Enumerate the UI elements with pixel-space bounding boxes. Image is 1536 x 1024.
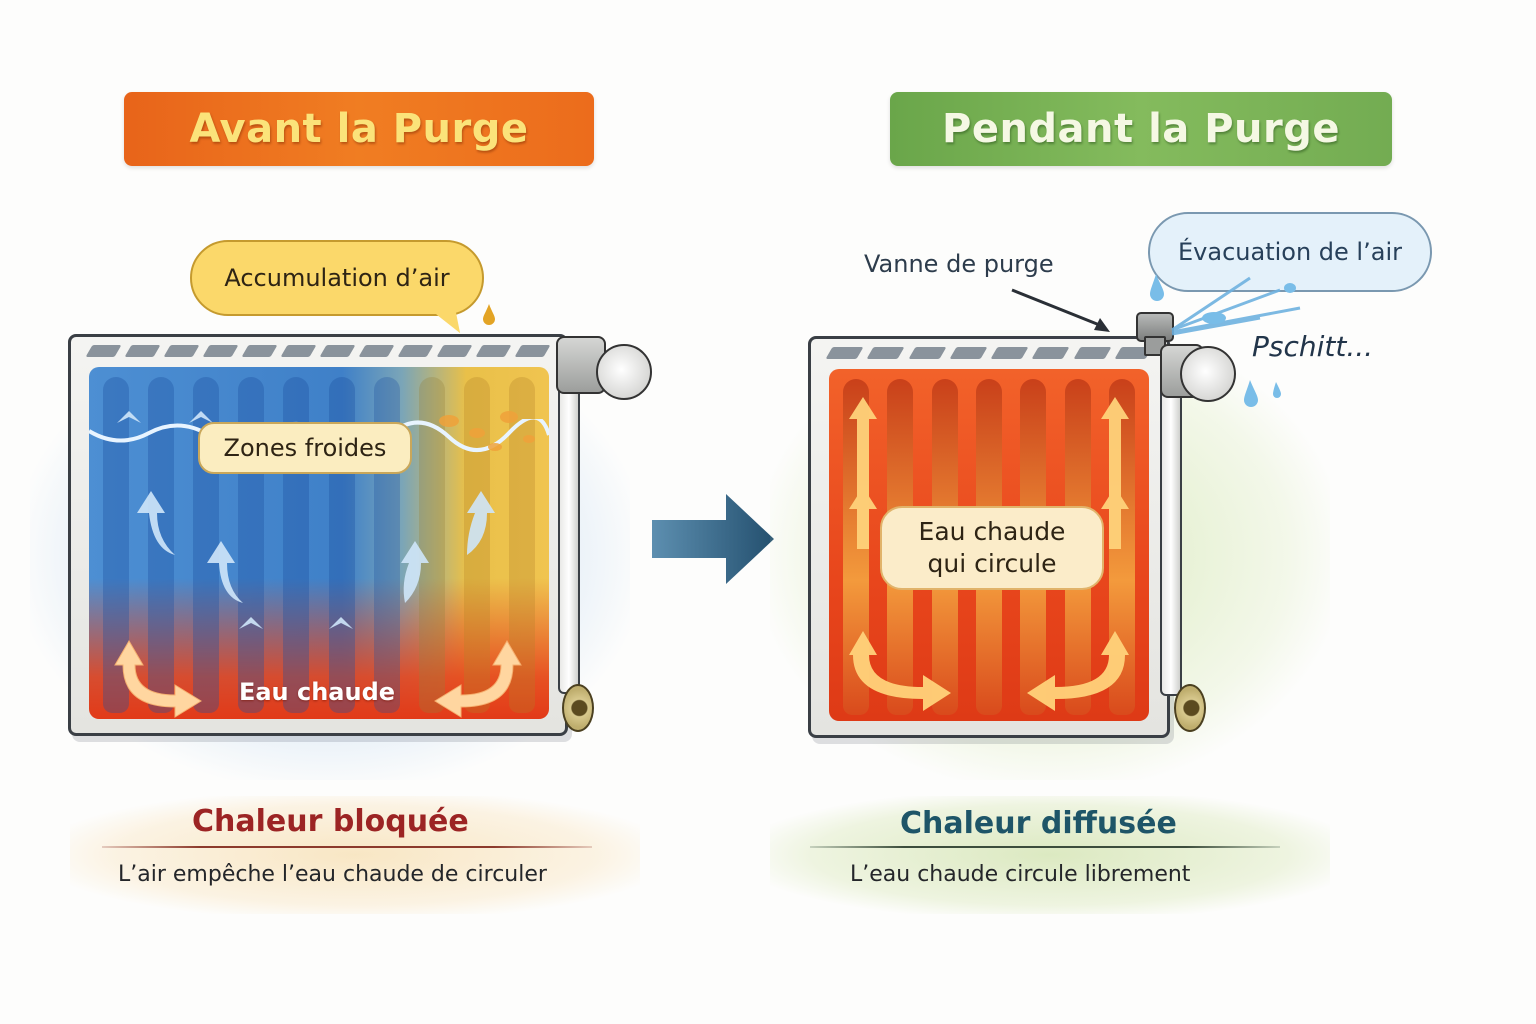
before-caption: Chaleur bloquée L’air empêche l’eau chau… (70, 796, 640, 914)
during-title: Pendant la Purge (942, 106, 1340, 152)
cold-up-arrow-icon (467, 491, 495, 555)
during-caption-subtitle: L’eau chaude circule librement (850, 862, 1191, 887)
bleed-valve-label: Vanne de purge (864, 250, 1054, 278)
cold-zones-label: Zones froides (198, 422, 412, 474)
caption-divider (102, 846, 592, 848)
brass-fitting-icon (1174, 684, 1206, 732)
before-radiator-core (89, 367, 549, 719)
circulating-hot-water-label: Eau chaude qui circule (880, 506, 1104, 590)
hot-water-arrow-icon (434, 640, 522, 718)
water-drop-icon (483, 304, 495, 325)
air-evacuation-label: Évacuation de l’air (1178, 238, 1402, 266)
circulating-hot-water-line2: qui circule (927, 549, 1057, 578)
hot-water-label: Eau chaude (232, 672, 402, 712)
hot-water-text: Eau chaude (238, 678, 396, 706)
hot-up-arrow-icon (1101, 397, 1129, 499)
hot-water-arrow-icon (114, 640, 202, 718)
pointer-arrow-icon (1011, 288, 1110, 332)
water-spray-icon (1150, 274, 1301, 407)
sound-effect-label: Pschitt... (1252, 330, 1374, 363)
right-arrow-icon (652, 494, 774, 584)
cold-zones-text: Zones froides (223, 434, 387, 462)
before-radiator (68, 334, 568, 736)
flow-arrows (849, 397, 1129, 711)
radiator-top-grill (825, 347, 1153, 359)
before-caption-title: Chaleur bloquée (192, 804, 469, 839)
cold-up-arrow-icon (137, 491, 175, 555)
radiator-pipe (558, 360, 580, 694)
before-title-banner: Avant la Purge (124, 92, 594, 166)
air-accumulation-label: Accumulation d’air (224, 264, 450, 292)
caption-divider (810, 846, 1280, 848)
during-title-banner: Pendant la Purge (890, 92, 1392, 166)
air-accumulation-callout: Accumulation d’air (190, 240, 484, 316)
circulating-hot-water-line1: Eau chaude (918, 517, 1066, 546)
during-caption-title: Chaleur diffusée (900, 806, 1177, 841)
cold-up-arrow-icon (207, 541, 243, 603)
cold-up-arrow-icon (401, 541, 429, 603)
air-evacuation-callout: Évacuation de l’air (1148, 212, 1432, 292)
radiator-top-grill (85, 345, 551, 357)
during-caption: Chaleur diffusée L’eau chaude circule li… (770, 796, 1330, 914)
hot-water-arrow-icon (849, 631, 951, 711)
before-caption-subtitle: L’air empêche l’eau chaude de circuler (118, 862, 547, 887)
hot-up-arrow-icon (849, 397, 877, 499)
thermostatic-valve-knob[interactable] (1180, 346, 1236, 402)
hot-water-arrow-icon (1027, 631, 1129, 711)
flow-arrows (114, 411, 535, 718)
before-title: Avant la Purge (189, 106, 529, 152)
brass-fitting-icon (562, 684, 594, 732)
thermostatic-valve-knob[interactable] (596, 344, 652, 400)
